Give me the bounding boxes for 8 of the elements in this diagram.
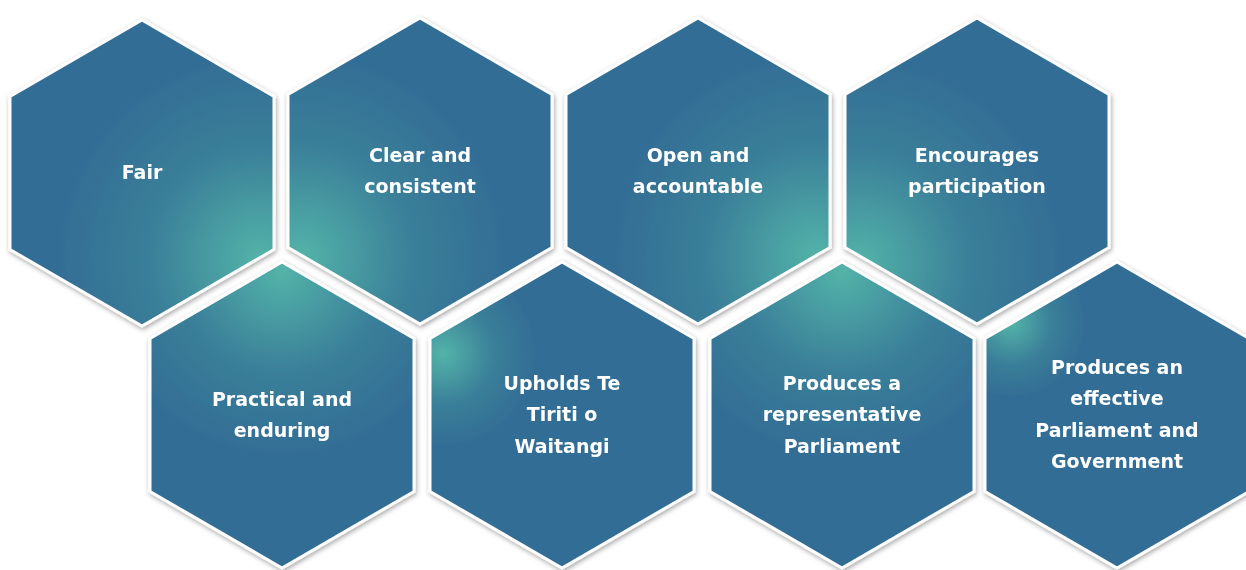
hexagon-label: Produces a representative Parliament — [761, 371, 923, 459]
hexagon-label: Open and accountable — [631, 142, 765, 199]
hexagon-label: Clear and consistent — [363, 142, 477, 199]
hexagon-label: Produces an effective Parliament and Government — [1034, 355, 1200, 475]
hexagon-label: Fair — [120, 160, 164, 186]
hexagon-label: Upholds Te Tiriti o Waitangi — [502, 371, 622, 459]
hexagon-label: Encourages participation — [907, 142, 1047, 199]
hexagon-label: Practical and enduring — [210, 386, 354, 443]
